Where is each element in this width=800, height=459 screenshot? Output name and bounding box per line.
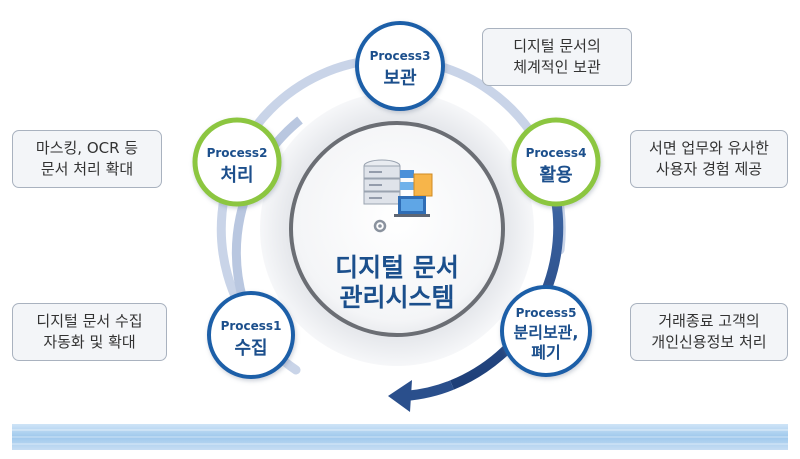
cycle-arrowhead	[388, 380, 412, 412]
desc-process5-line2: 개인신용정보 처리	[651, 333, 767, 351]
desc-process5-line1: 거래종료 고객의	[658, 312, 760, 330]
process4-label: Process4	[526, 146, 587, 160]
desc-process3: 디지털 문서의 체계적인 보관	[482, 28, 632, 86]
process5-name: 분리보관,	[514, 323, 579, 342]
process5-node: Process5 분리보관, 폐기	[500, 285, 592, 377]
desc-process2-line2: 문서 처리 확대	[40, 160, 134, 178]
desc-process4-line1: 서면 업무와 유사한	[649, 139, 769, 157]
desc-process1-line1: 디지털 문서 수집	[36, 312, 143, 330]
process4-name: 활용	[539, 165, 572, 186]
desc-process1-line2: 자동화 및 확대	[43, 333, 136, 351]
process2-label: Process2	[207, 146, 268, 160]
process1-node: Process1 수집	[207, 291, 295, 379]
desc-process2: 마스킹, OCR 등 문서 처리 확대	[12, 130, 162, 188]
desc-process2-line1: 마스킹, OCR 등	[35, 139, 139, 157]
desc-process3-line1: 디지털 문서의	[513, 37, 601, 55]
desc-process1: 디지털 문서 수집 자동화 및 확대	[12, 303, 167, 361]
process5-label: Process5	[516, 306, 577, 320]
process2-name: 처리	[220, 165, 253, 186]
process1-name: 수집	[234, 338, 267, 359]
desc-process3-line2: 체계적인 보관	[513, 58, 601, 76]
desc-process4-line2: 사용자 경험 제공	[655, 160, 763, 178]
process3-name: 보관	[383, 68, 417, 89]
center-system: 디지털 문서 관리시스템	[260, 92, 534, 366]
center-title-line1: 디지털 문서	[335, 253, 459, 282]
process2-node: Process2 처리	[192, 117, 282, 207]
process3-node: Process3 보관	[355, 21, 445, 111]
process5-name-line2: 폐기	[531, 343, 560, 362]
process4-node: Process4 활용	[511, 117, 601, 207]
server-documents-icon	[363, 159, 433, 233]
process1-label: Process1	[221, 319, 282, 333]
desc-process5: 거래종료 고객의 개인신용정보 처리	[630, 303, 788, 361]
process3-label: Process3	[370, 49, 431, 63]
desc-process4: 서면 업무와 유사한 사용자 경험 제공	[630, 130, 788, 188]
center-title-line2: 관리시스템	[339, 283, 454, 312]
bottom-band	[12, 424, 788, 450]
